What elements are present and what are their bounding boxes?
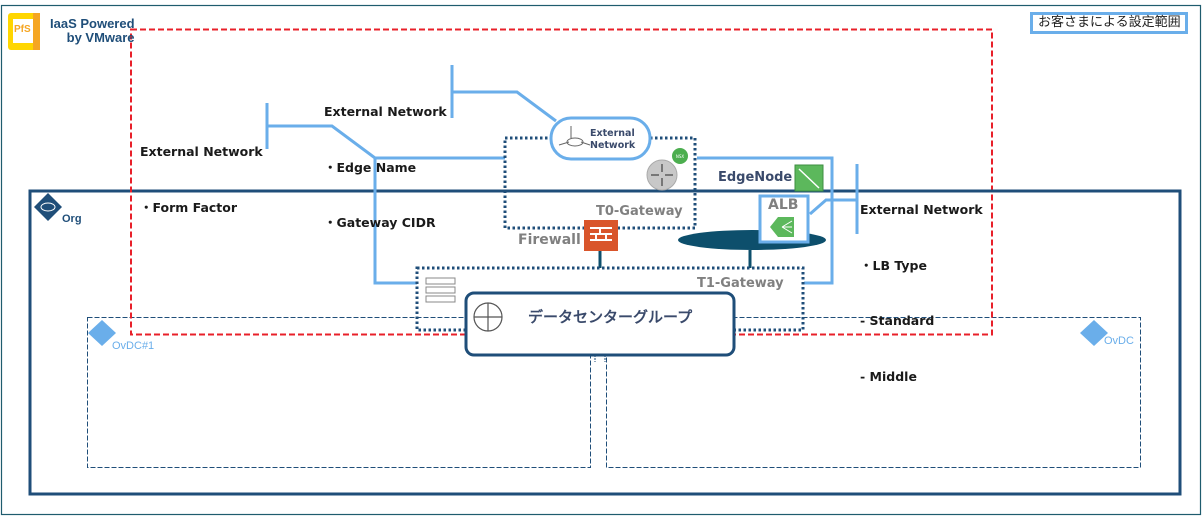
network-switch-icon — [558, 126, 591, 147]
org-label: Org — [62, 213, 82, 225]
callout-edge: External Network ・Edge Name ・Gateway CID… — [324, 66, 447, 251]
ovdc1-container — [87, 317, 591, 468]
router-icon: NSX — [646, 148, 688, 191]
external-network-node[interactable] — [549, 116, 652, 161]
connector-lines — [265, 65, 859, 285]
pfs-logo — [8, 13, 40, 50]
app-title: IaaS Powered by VMware — [50, 17, 135, 45]
callout-title: External Network — [140, 144, 263, 159]
edge-node-label: EdgeNode — [718, 170, 793, 185]
callout-item: ・Gateway CIDR — [324, 215, 436, 230]
t1-gateway-icon — [425, 277, 456, 303]
t0-gateway-label: T0-Gateway — [596, 204, 683, 219]
firewall-icon — [584, 220, 618, 251]
external-network-label: External Network — [590, 128, 635, 152]
callout-lb: External Network ・LB Type - Standard - M… — [860, 164, 983, 405]
nsx-badge: NSX — [676, 154, 685, 159]
callout-item: ・Edge Name — [324, 159, 417, 175]
ovdc1-icon — [88, 320, 116, 346]
ovdc1-label: OvDC#1 — [112, 340, 155, 352]
title-line1: IaaS Powered — [50, 16, 135, 31]
callout-item: - Middle — [860, 368, 917, 384]
alb-label: ALB — [768, 197, 799, 213]
firewall-label: Firewall — [518, 232, 581, 248]
t1-gateway-label: T1-Gateway — [697, 276, 784, 291]
load-balancer-icon — [770, 217, 794, 237]
callout-title: External Network — [324, 104, 447, 119]
callout-item: ・LB Type — [860, 257, 927, 273]
datacenter-group-label: データセンターグループ — [528, 308, 693, 326]
ovdc2-icon — [1080, 320, 1108, 346]
callout-form-factor: External Network ・Form Factor — [140, 106, 263, 236]
callout-title: External Network — [860, 202, 983, 217]
title-line2: by VMware — [66, 30, 135, 45]
edge-node-icon — [794, 164, 824, 192]
ovdc2-label: OvDC — [1104, 335, 1134, 347]
callout-item: - Standard — [860, 313, 935, 328]
label-line: External — [590, 128, 635, 139]
crosshair-icon — [473, 302, 503, 332]
datacenter-group-node[interactable] — [464, 291, 736, 357]
logo-text: PfS — [14, 24, 31, 35]
org-cloud-icon — [34, 193, 62, 221]
label-line: Network — [590, 140, 636, 151]
org-container — [28, 189, 1182, 496]
ovdc2-container — [606, 317, 1141, 468]
outer-frame — [0, 4, 1202, 516]
legend-customer-scope: お客さまによる設定範囲 — [1030, 12, 1188, 34]
callout-item: ・Form Factor — [140, 199, 238, 215]
